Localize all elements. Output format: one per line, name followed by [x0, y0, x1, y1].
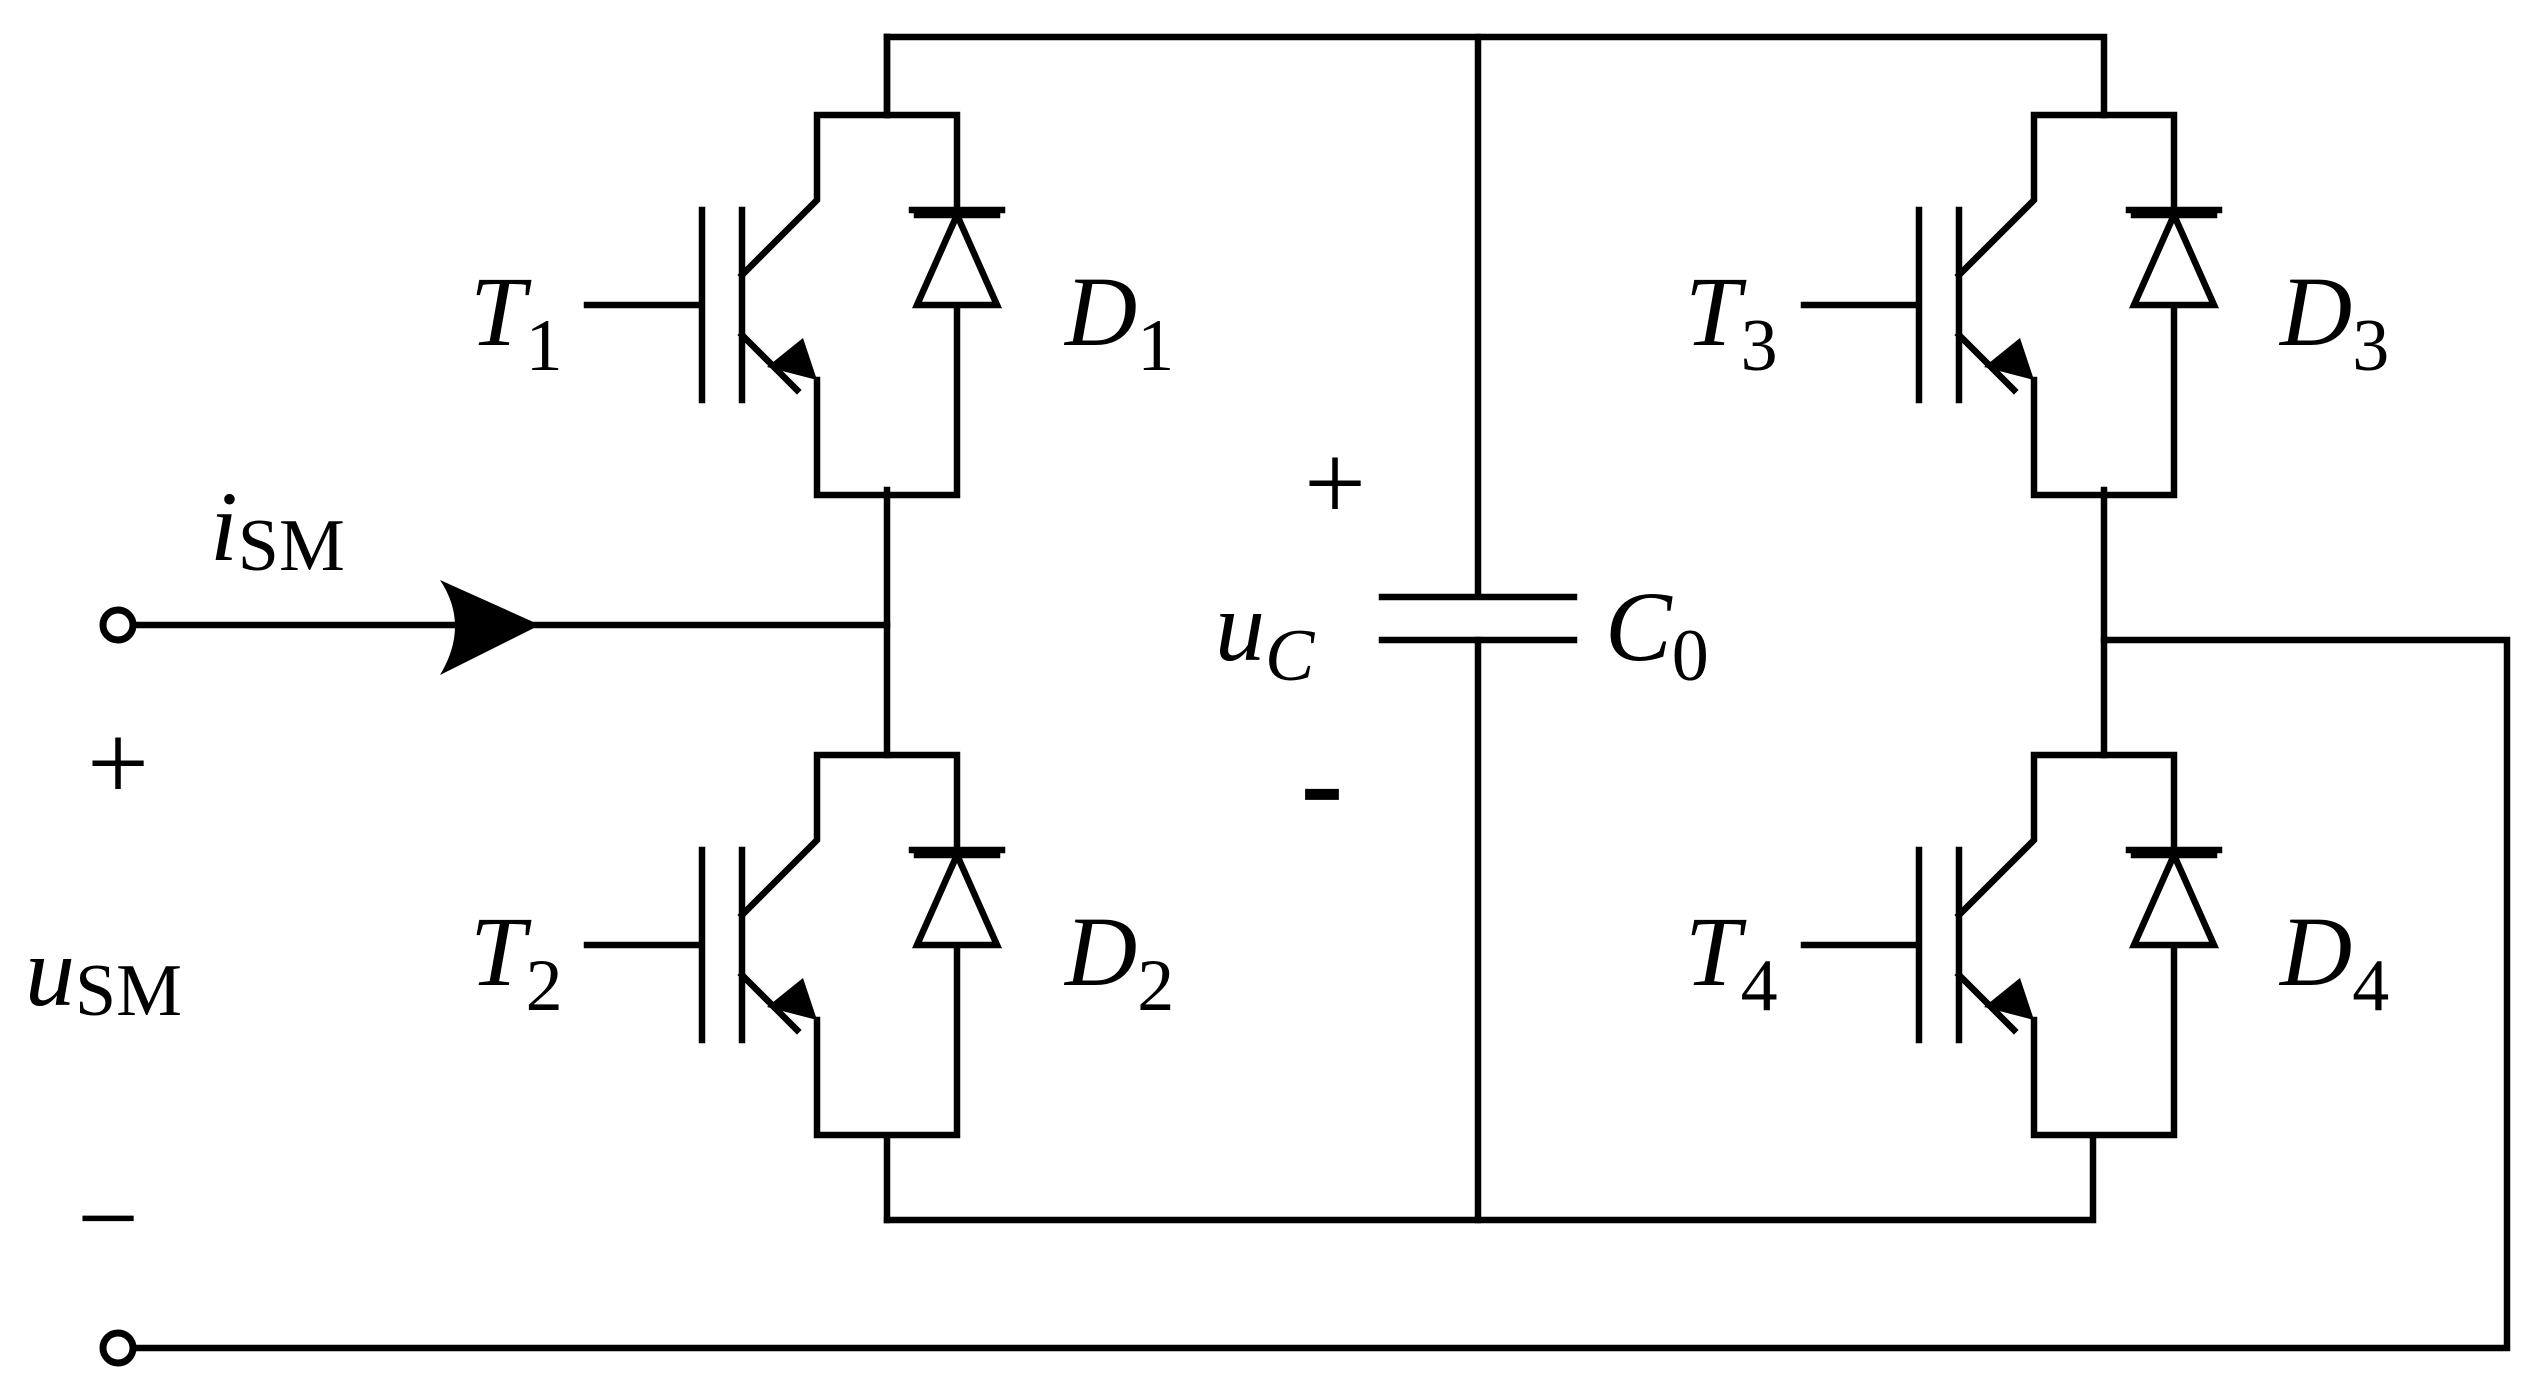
- d2-label: D2: [1063, 896, 1174, 1027]
- capacitor-minus-sign: -: [1300, 710, 1343, 854]
- d1-label: D1: [1063, 256, 1174, 387]
- terminal-bottom: [99, 1329, 137, 1367]
- capacitor-plus-sign: +: [1304, 422, 1366, 544]
- d3-label: D3: [2278, 256, 2389, 387]
- t4-label: T4: [1685, 896, 1778, 1027]
- input-plus-sign: +: [87, 702, 149, 824]
- capacitor-voltage-label: uC: [1215, 571, 1316, 697]
- switch-t2: [587, 755, 1002, 1135]
- input-minus-sign: −: [77, 1157, 139, 1279]
- capacitor-c0: [1378, 593, 1578, 644]
- terminal-top: [99, 606, 137, 644]
- current-arrow: [440, 580, 540, 675]
- d4-label: D4: [2278, 896, 2389, 1027]
- switch-t3: [1804, 115, 2219, 495]
- switch-t1: [587, 33, 1002, 495]
- capacitor-name-label: C0: [1605, 571, 1709, 697]
- input-voltage-label: uSM: [25, 916, 182, 1032]
- t2-label: T2: [470, 896, 563, 1027]
- t3-label: T3: [1685, 256, 1778, 387]
- input-current-label: iSM: [210, 471, 345, 587]
- t1-label: T1: [470, 256, 563, 387]
- switch-t4: [1804, 755, 2219, 1135]
